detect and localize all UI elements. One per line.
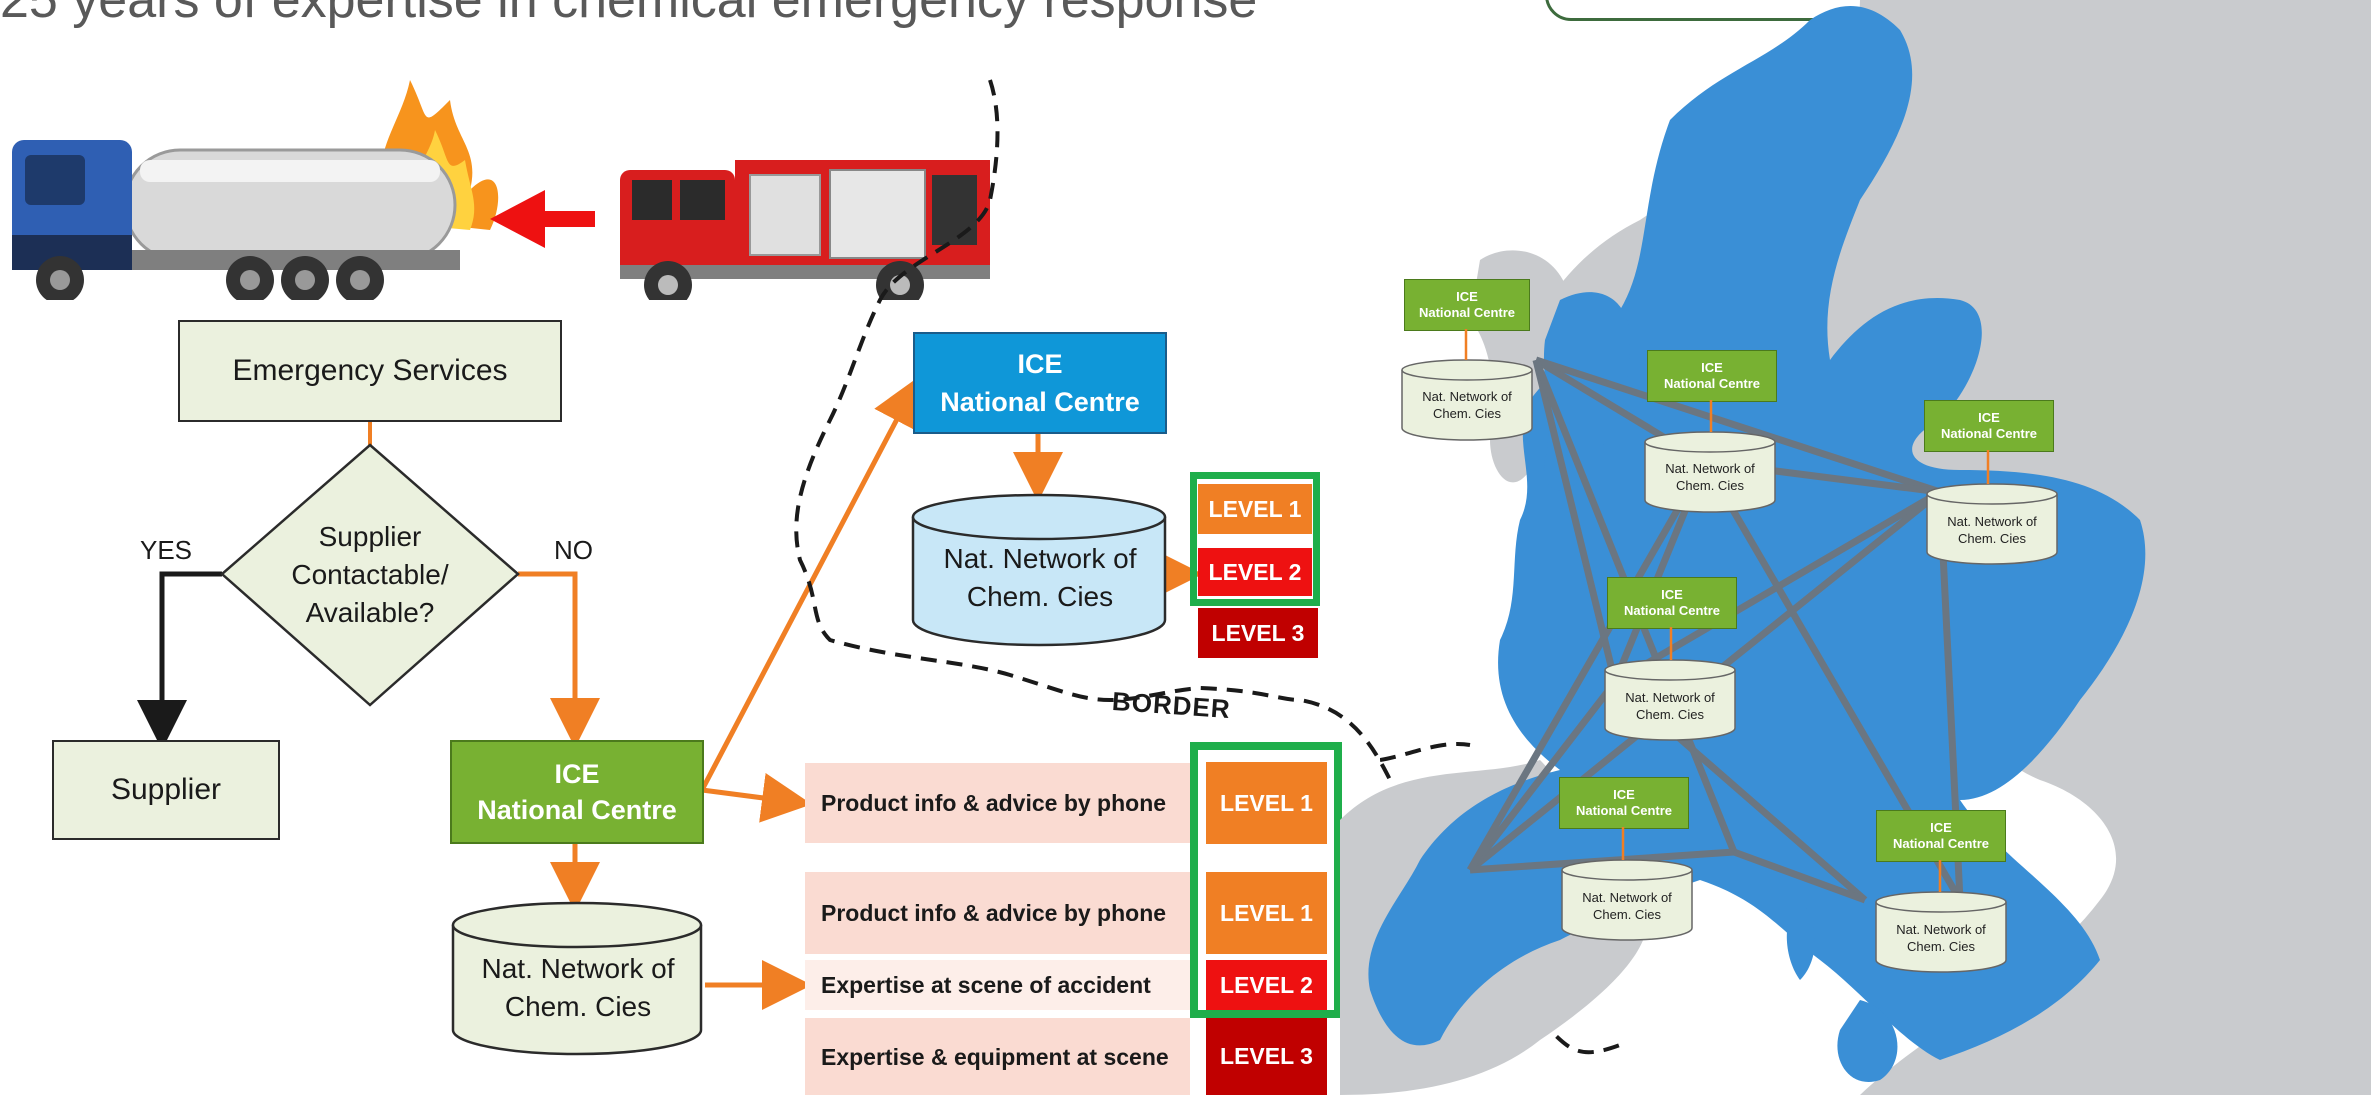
map-cylinder [1644,431,1776,513]
map-cylinder [1875,891,2007,973]
map-network-line-2: Chem. Cies [1433,406,1501,421]
no-label: NO [554,535,593,565]
red-arrow-icon [490,190,595,248]
network-line-1-foreign: Nat. Network of [943,543,1137,574]
map-national-centre-label: National Centre [1892,836,1990,851]
map-network-line-1: Nat. Network of [1947,514,2037,529]
map-cylinder [1926,483,2058,565]
network-label-foreign: Nat. Network of Chem. Cies [910,538,1170,618]
map-ice-box: ICE National Centre [1647,350,1777,402]
map-node-connectors [1464,329,1990,892]
ice-label: ICE [554,759,600,789]
map-network-line-2: Chem. Cies [1907,939,1975,954]
map-network-label: Nat. Network of Chem. Cies [1603,681,1737,731]
level-1-badge: LEVEL 1 [1206,872,1327,954]
map-cylinder [1561,859,1693,941]
service-row-4: Expertise & equipment at scene [805,1018,1190,1095]
service-text: Expertise & equipment at scene [821,1043,1169,1070]
ice-label-foreign: ICE [1017,349,1063,379]
map-national-centre-label: National Centre [1575,803,1673,818]
network-line-2-foreign: Chem. Cies [966,581,1114,612]
map-ice-label: ICE [1701,360,1723,375]
national-centre-label: National Centre [477,795,677,825]
network-line-2: Chem. Cies [504,991,652,1022]
map-ice-label: ICE [1930,820,1952,835]
map-network-line-2: Chem. Cies [1958,531,2026,546]
service-row-2: Product info & advice by phone [805,872,1190,954]
map-network-line-1: Nat. Network of [1582,890,1672,905]
map-ice-label: ICE [1456,289,1478,304]
map-ice-box: ICE National Centre [1607,577,1737,629]
level-3-badge-foreign: LEVEL 3 [1198,608,1318,658]
flow-connectors [137,79,1400,1010]
map-ice-box: ICE National Centre [1924,400,2054,452]
map-national-centre-label: National Centre [1623,603,1721,618]
map-network-label: Nat. Network of Chem. Cies [1560,881,1694,931]
service-text: Expertise at scene of accident [821,972,1151,998]
europe-map [1340,0,2371,1095]
decision-line-3: Available? [305,597,435,628]
page-title: 25 years of expertise in chemical emerge… [0,0,1258,29]
level-3-badge: LEVEL 3 [1206,1018,1327,1095]
yes-label: YES [140,535,193,565]
map-network-line-2: Chem. Cies [1676,478,1744,493]
decision-label: Supplier Contactable/ Available? [250,520,490,630]
fire-engine-icon [620,160,990,300]
service-row-1: Product info & advice by phone [805,763,1190,843]
level-highlight-home [1190,742,1342,1018]
network-cylinder-foreign [911,493,1167,647]
level-2-badge-foreign: LEVEL 2 [1198,548,1312,596]
supplier-box: Supplier [52,740,280,840]
national-centre-label-foreign: National Centre [940,387,1140,417]
tanker-truck-icon [12,140,460,300]
level-highlight-foreign [1190,472,1320,606]
vehicles-illustration [12,80,990,300]
map-cylinder [1604,659,1736,741]
map-ice-box: ICE National Centre [1876,810,2006,862]
network-cylinder-home [451,901,703,1056]
map-network-label: Nat. Network of Chem. Cies [1874,913,2008,963]
emergency-services-box: Emergency Services [178,320,562,422]
service-row-3: Expertise at scene of accident [805,960,1190,1010]
map-network-line-1: Nat. Network of [1896,922,1986,937]
level-1-badge-foreign: LEVEL 1 [1198,484,1312,534]
decision-line-1: Supplier [318,521,422,552]
network-line-1: Nat. Network of [481,953,675,984]
map-national-centre-label: National Centre [1663,376,1761,391]
map-national-centre-label: National Centre [1940,426,2038,441]
map-network-label: Nat. Network of Chem. Cies [1400,380,1534,430]
border-line [794,79,1400,801]
map-network-line-2: Chem. Cies [1636,707,1704,722]
level-1-badge: LEVEL 1 [1206,762,1327,844]
map-ice-label: ICE [1978,410,2000,425]
ice-national-centre-home: ICE National Centre [450,740,704,844]
map-ice-label: ICE [1661,587,1683,602]
decision-line-2: Contactable/ [291,559,449,590]
map-network-label: Nat. Network of Chem. Cies [1925,505,2059,555]
ice-national-centre-foreign: ICE National Centre [913,332,1167,434]
map-network-line-1: Nat. Network of [1625,690,1715,705]
service-text: Product info & advice by phone [821,790,1167,816]
network-label-home: Nat. Network of Chem. Cies [450,948,706,1028]
map-network-line-2: Chem. Cies [1593,907,1661,922]
map-network-line-1: Nat. Network of [1422,389,1512,404]
service-text: Product info & advice by phone [821,900,1167,926]
map-network-line-1: Nat. Network of [1665,461,1755,476]
map-network-label: Nat. Network of Chem. Cies [1643,452,1777,502]
map-national-centre-label: National Centre [1418,305,1516,320]
decision-diamond [220,443,520,707]
level-2-badge: LEVEL 2 [1206,960,1327,1010]
map-ice-label: ICE [1613,787,1635,802]
